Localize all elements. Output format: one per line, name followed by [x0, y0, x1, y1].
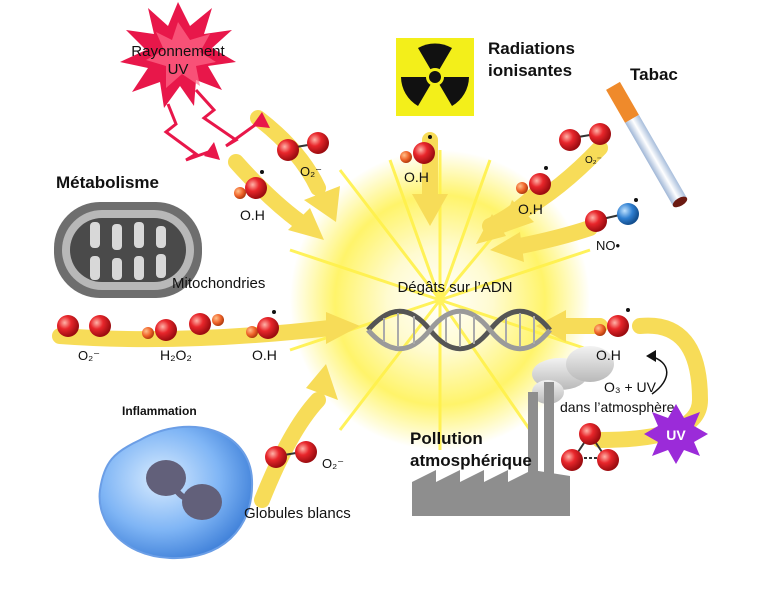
cigarette-icon [606, 81, 688, 208]
uv-star-icon [120, 2, 236, 108]
inflammation-title: Inflammation [122, 404, 197, 418]
arrow-tobacco-no [512, 220, 598, 254]
tobacco-oh-label: O.H [518, 201, 543, 217]
pollution-oh-molecule [594, 308, 630, 337]
pollution-title-line2: atmosphérique [410, 451, 532, 470]
radiation-oh-label: O.H [404, 169, 429, 185]
reaction-arrow-head [646, 350, 656, 362]
mitochondrion-icon [54, 202, 202, 298]
metabolism-title: Métabolisme [56, 173, 159, 192]
arrow-uv-left [228, 154, 308, 230]
uv-badge-label: UV [666, 427, 686, 443]
metab-oh-molecule [246, 310, 279, 339]
center-label: Dégâts sur l’ADN [397, 279, 512, 296]
uv-ray-tip-1 [252, 112, 270, 128]
inflam-o2-molecule [265, 441, 317, 468]
tobacco-o2-molecule [559, 123, 611, 151]
uv-o2-molecule [277, 132, 329, 161]
reaction-label-line2: dans l’atmosphère [560, 399, 675, 415]
reaction-label-line1: O₃ + UV [604, 379, 657, 395]
uv-oh-molecule [234, 170, 267, 199]
metab-h2o2-label: H₂O₂ [160, 347, 192, 363]
factory-icon [412, 382, 570, 516]
tobacco-oh-molecule [516, 166, 551, 195]
uv-o2-label: O₂⁻ [300, 164, 322, 179]
pollution-title-line1: Pollution [410, 429, 483, 448]
radiation-icon [396, 38, 474, 116]
white-cells-label: Globules blancs [244, 505, 351, 522]
pollution-oh-label: O.H [596, 347, 621, 363]
inflam-o2-label: O₂⁻ [322, 456, 344, 471]
metab-o2-molecule [57, 315, 111, 337]
white-blood-cell-icon [98, 425, 254, 560]
arrow-heads [288, 186, 566, 400]
metab-oh-label: O.H [252, 347, 277, 363]
arrow-inflammation [254, 392, 326, 508]
tobacco-o2-label: O₂⁻ [585, 155, 602, 166]
ozone-molecule [561, 423, 619, 471]
uv-lightning [163, 88, 263, 162]
radiation-label-line1: Radiations [488, 39, 575, 58]
tobacco-label: Tabac [630, 65, 678, 84]
radiation-label-line2: ionisantes [488, 61, 572, 80]
arrow-metabolism [52, 320, 338, 348]
uv-label-line1: Rayonnement [131, 43, 225, 60]
uv-badge-icon [644, 404, 708, 464]
metab-o2-label: O₂⁻ [78, 348, 100, 363]
dna-helix [366, 308, 552, 352]
uv-oh-label: O.H [240, 207, 265, 223]
tobacco-no-molecule [585, 198, 639, 232]
tobacco-no-label: NO• [596, 238, 621, 253]
mitochondria-label: Mitochondries [172, 275, 265, 292]
metab-h2o2-molecule [142, 313, 224, 341]
uv-label-line2: UV [168, 61, 189, 78]
radiation-oh-molecule [400, 135, 435, 164]
uv-ray-tip-2 [204, 142, 220, 160]
